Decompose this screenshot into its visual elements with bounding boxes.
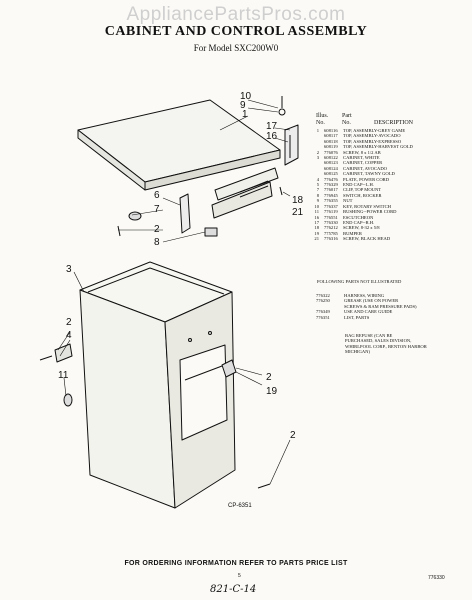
callout-16: 16 bbox=[266, 131, 278, 142]
callout-2c: 2 bbox=[266, 372, 272, 383]
callout-2d: 2 bbox=[290, 430, 296, 441]
callout-19: 19 bbox=[266, 386, 278, 397]
not-illustrated-title: FOLLOWING PARTS NOT ILLUSTRATED bbox=[317, 279, 402, 284]
header-description: DESCRIPTION bbox=[374, 119, 414, 126]
handwritten-note: 821-C-14 bbox=[210, 584, 257, 595]
top-panel bbox=[77, 99, 281, 183]
rocker-switch bbox=[204, 227, 218, 237]
callout-7: 7 bbox=[154, 204, 160, 215]
power-cord-bushing bbox=[63, 393, 73, 407]
callout-21: 21 bbox=[292, 207, 304, 218]
form-number: 776330 bbox=[428, 575, 445, 581]
callout-2b: 2 bbox=[66, 317, 72, 328]
header-illus: Illus. bbox=[316, 113, 329, 119]
parts-table-header: Illus. Part No. No. DESCRIPTION bbox=[316, 113, 413, 126]
callout-17: 17 bbox=[266, 121, 278, 132]
callout-10: 10 bbox=[240, 91, 252, 102]
header-no: No. bbox=[316, 119, 325, 126]
escutcheon bbox=[214, 167, 279, 201]
callout-labels: 10 9 1 17 16 6 7 2 8 18 21 3 2 4 11 2 19… bbox=[58, 91, 304, 441]
header-no2: No. bbox=[342, 119, 351, 126]
page-subtitle: For Model SXC200W0 bbox=[193, 43, 279, 53]
cabinet-front bbox=[79, 289, 176, 509]
figure-label: CP-6351 bbox=[228, 503, 252, 509]
ordering-note: FOR ORDERING INFORMATION REFER TO PARTS … bbox=[124, 560, 348, 567]
page-title: CABINET AND CONTROL ASSEMBLY bbox=[104, 24, 368, 39]
callout-8: 8 bbox=[154, 237, 160, 248]
watermark: AppliancePartsPros.com bbox=[126, 4, 346, 25]
callout-3: 3 bbox=[66, 264, 72, 275]
power-cord-plate bbox=[54, 343, 73, 363]
callout-2a: 2 bbox=[154, 224, 160, 235]
callout-11: 11 bbox=[58, 370, 69, 381]
page-number: 5 bbox=[238, 573, 241, 579]
header-part: Part bbox=[342, 113, 352, 119]
callout-4: 4 bbox=[66, 330, 72, 341]
callout-1: 1 bbox=[242, 109, 248, 120]
end-cap-rh bbox=[284, 124, 299, 166]
end-cap-lh bbox=[179, 193, 191, 234]
callout-18: 18 bbox=[292, 195, 304, 206]
list-item: SCREWS & RAM PRESSURE PADS) bbox=[344, 303, 417, 309]
bag-refuse-note: BAG REFUSE (CAN BE PURCHASED, SALES DIVI… bbox=[345, 333, 427, 355]
top-mount-clip bbox=[128, 211, 142, 221]
callout-9: 9 bbox=[240, 100, 246, 111]
top-panel-side-edge bbox=[144, 149, 281, 191]
callout-6: 6 bbox=[154, 190, 160, 201]
